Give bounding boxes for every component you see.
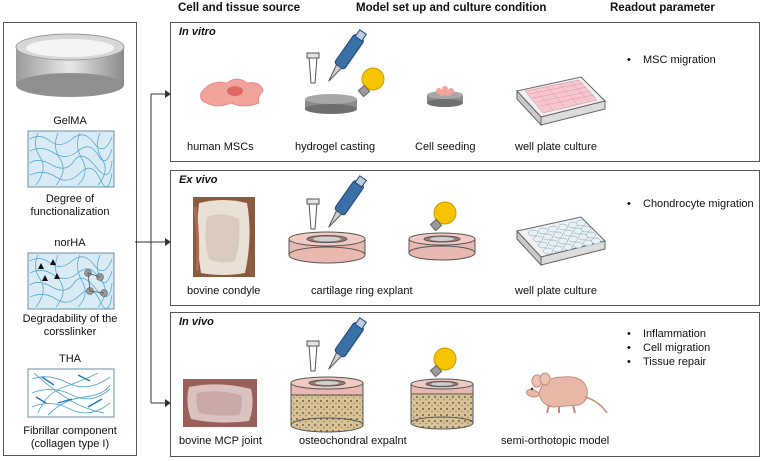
osteochondral-explant-icon: [290, 376, 364, 433]
ex-vivo-caption-1: cartilage ring explant: [311, 285, 413, 297]
light-bulb-icon: [357, 67, 385, 98]
in-vitro-caption-1: hydrogel casting: [295, 141, 376, 153]
gelma-mesh-icon: [27, 130, 115, 188]
in-vitro-caption-3: well plate culture: [515, 141, 597, 153]
in-vitro-readouts: •MSC migration: [627, 53, 755, 67]
norha-mesh-icon: [27, 252, 115, 310]
header-readout: Readout parameter: [610, 2, 715, 14]
well-plate-24-icon: [516, 216, 606, 267]
well-plate-96-icon: [516, 76, 606, 127]
ex-vivo-caption-2: well plate culture: [515, 285, 597, 297]
readout-item: •MSC migration: [627, 54, 716, 66]
in-vitro-title: In vitro: [179, 26, 216, 38]
ex-vivo-row: Ex vivo: [170, 170, 760, 306]
pipette-icon: [306, 317, 368, 372]
gelma-caption: Degree of functionalization: [30, 193, 110, 218]
branch-arrows: [135, 90, 171, 407]
pipette-icon: [306, 175, 368, 230]
bovine-condyle-photo: [193, 197, 255, 277]
in-vivo-caption-1: osteochondral expalnt: [299, 435, 407, 447]
gelma-title: GelMA: [53, 115, 87, 127]
header-model-setup: Model set up and culture condition: [356, 2, 547, 14]
in-vitro-caption-0: human MSCs: [187, 141, 254, 153]
norha-title: norHA: [54, 237, 86, 249]
msc-cell-icon: [200, 78, 264, 107]
in-vitro-caption-2: Cell seeding: [415, 141, 476, 153]
light-bulb-icon: [429, 347, 457, 378]
tha-fibril-icon: [27, 368, 115, 418]
tha-title: THA: [59, 353, 81, 365]
ex-vivo-caption-0: bovine condyle: [187, 285, 261, 297]
in-vivo-caption-0: bovine MCP joint: [179, 435, 262, 447]
norha-caption: Degradability of the corsslinker: [22, 313, 118, 338]
hydrogel-disc-icon: [305, 94, 357, 114]
seeded-disc-icon: [427, 86, 463, 107]
readout-item: •Chondrocyte migration: [627, 198, 754, 210]
nude-mouse-icon: [526, 372, 608, 414]
cartilage-ring-icon: [408, 232, 476, 261]
pipette-icon: [306, 29, 368, 84]
in-vivo-caption-2: semi-orthotopic model: [501, 435, 610, 447]
light-bulb-icon: [429, 201, 457, 232]
in-vitro-row: In vitro: [170, 22, 760, 162]
hydrogel-panel: GelMA Degree of functionalization norHA: [3, 22, 137, 456]
readout-item: •Cell migration: [627, 342, 711, 354]
header-cell-source: Cell and tissue source: [178, 2, 301, 14]
hydrogel-dish-icon: [15, 33, 125, 97]
bovine-mcp-joint-photo: [183, 379, 257, 427]
ex-vivo-readouts: •Chondrocyte migration: [627, 197, 755, 211]
in-vivo-title: In vivo: [179, 316, 214, 328]
tha-caption: Fibrillar component (collagen type I): [23, 425, 117, 450]
osteochondral-explant-icon: [410, 378, 474, 430]
cartilage-ring-icon: [288, 231, 366, 264]
ex-vivo-title: Ex vivo: [179, 174, 218, 186]
in-vivo-row: In vivo: [170, 312, 760, 457]
in-vivo-readouts: •Inflammation •Cell migration •Tissue re…: [627, 327, 755, 369]
readout-item: •Tissue repair: [627, 356, 707, 368]
readout-item: •Inflammation: [627, 328, 706, 340]
